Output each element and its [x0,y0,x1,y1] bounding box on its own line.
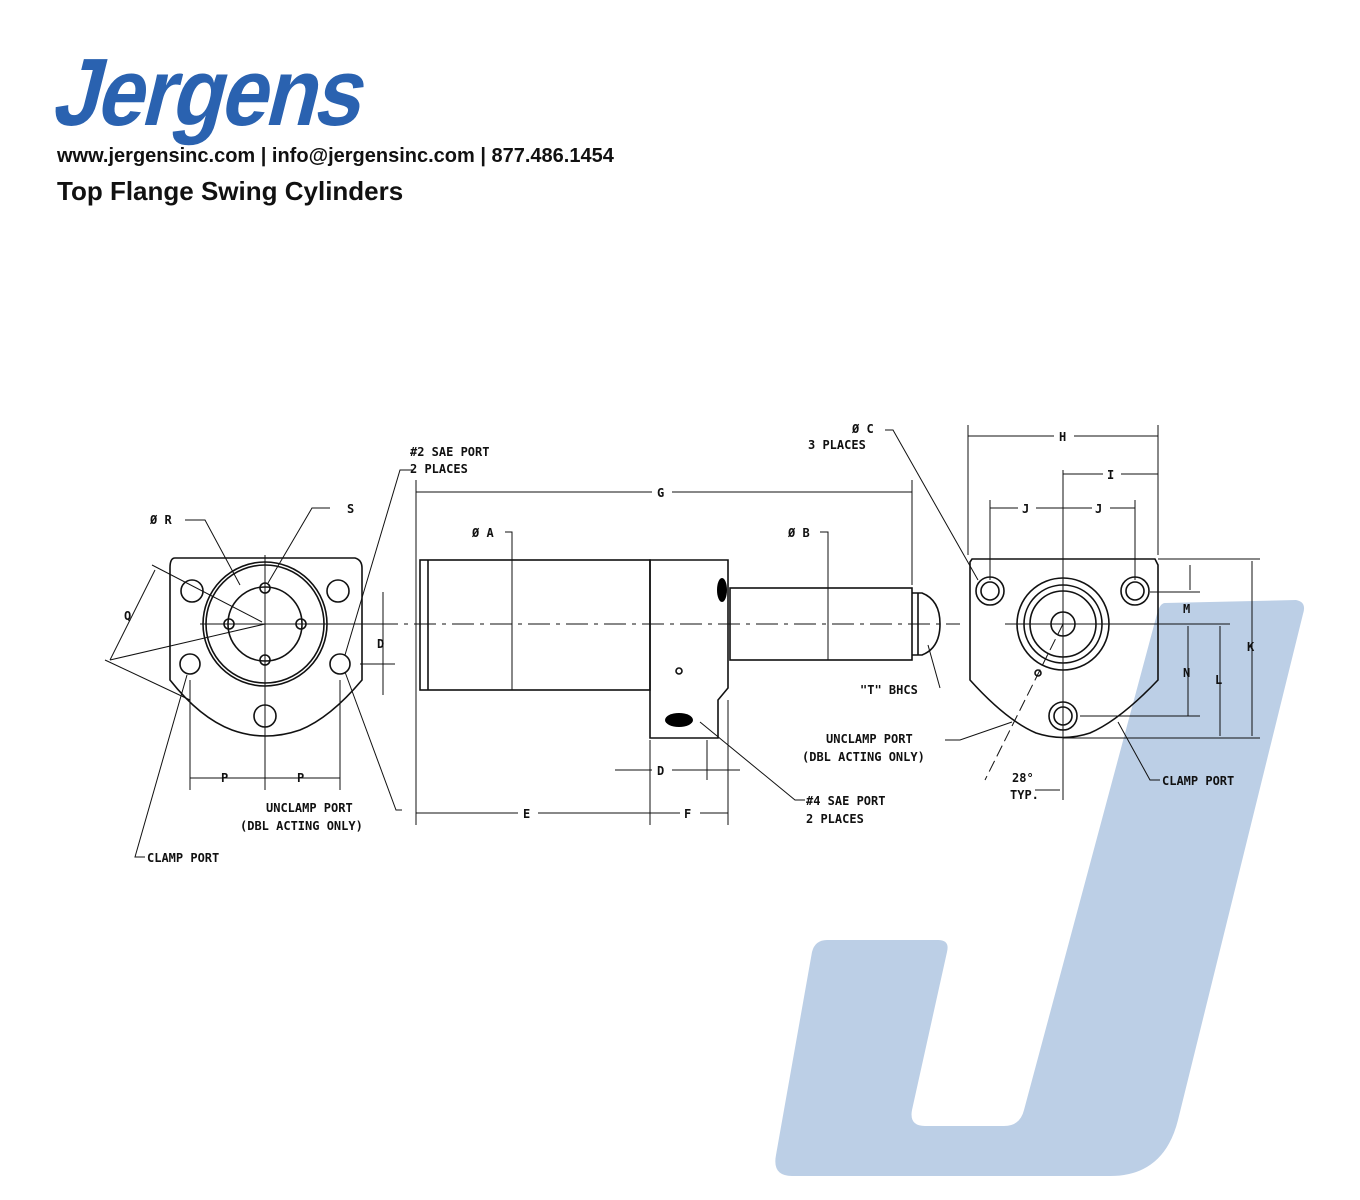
logo: Jergens [45,40,378,146]
label-h: H [1059,430,1066,444]
page-title: Top Flange Swing Cylinders [57,176,404,206]
label-c-places: 3 PLACES [808,438,866,452]
label-clamp-port: CLAMP PORT [147,851,219,865]
front-view [104,469,413,858]
label-k: K [1247,640,1255,654]
label-unclamp-line2: (DBL ACTING ONLY) [240,819,363,833]
label-n: N [1183,666,1190,680]
label-unclamp-line1: UNCLAMP PORT [266,801,353,815]
label-p2: P [297,771,304,785]
label-s: S [347,502,354,516]
contact-line: www.jergensinc.com | info@jergensinc.com… [57,145,614,167]
logo-text: Jergens [45,40,378,146]
label-j2: J [1095,502,1102,516]
label-i: I [1107,468,1114,482]
label-f: F [684,807,691,821]
label-q: Q [124,609,131,623]
label-dia-a: Ø A [471,526,494,540]
label-d: D [377,637,384,651]
label-l: L [1215,673,1222,687]
label-g: G [657,486,664,500]
label-t-bhcs: "T" BHCS [860,683,918,697]
label-unclamp2-line1: UNCLAMP PORT [826,732,913,746]
label-e: E [523,807,530,821]
label-clamp-port-2: CLAMP PORT [1162,774,1234,788]
label-unclamp2-line2: (DBL ACTING ONLY) [802,750,925,764]
label-sae2-line1: #2 SAE PORT [410,445,489,459]
label-dia-r: Ø R [149,513,172,527]
label-p1: P [221,771,228,785]
label-sae2-line2: 2 PLACES [410,462,468,476]
dimension-labels: Ø R S Q D P P #2 SAE PORT 2 PLACES UNCLA… [124,422,1255,865]
label-dia-b: Ø B [787,526,810,540]
label-j1: J [1022,502,1029,516]
label-sae4-line1: #4 SAE PORT [806,794,885,808]
jergens-watermark-j [775,600,1305,1176]
side-view [300,480,960,825]
label-angle: 28° [1012,771,1034,785]
label-typ: TYP. [1010,788,1039,802]
label-dia-c: Ø C [851,422,874,436]
label-d2: D [657,764,664,778]
label-sae4-line2: 2 PLACES [806,812,864,826]
label-m: M [1183,602,1190,616]
